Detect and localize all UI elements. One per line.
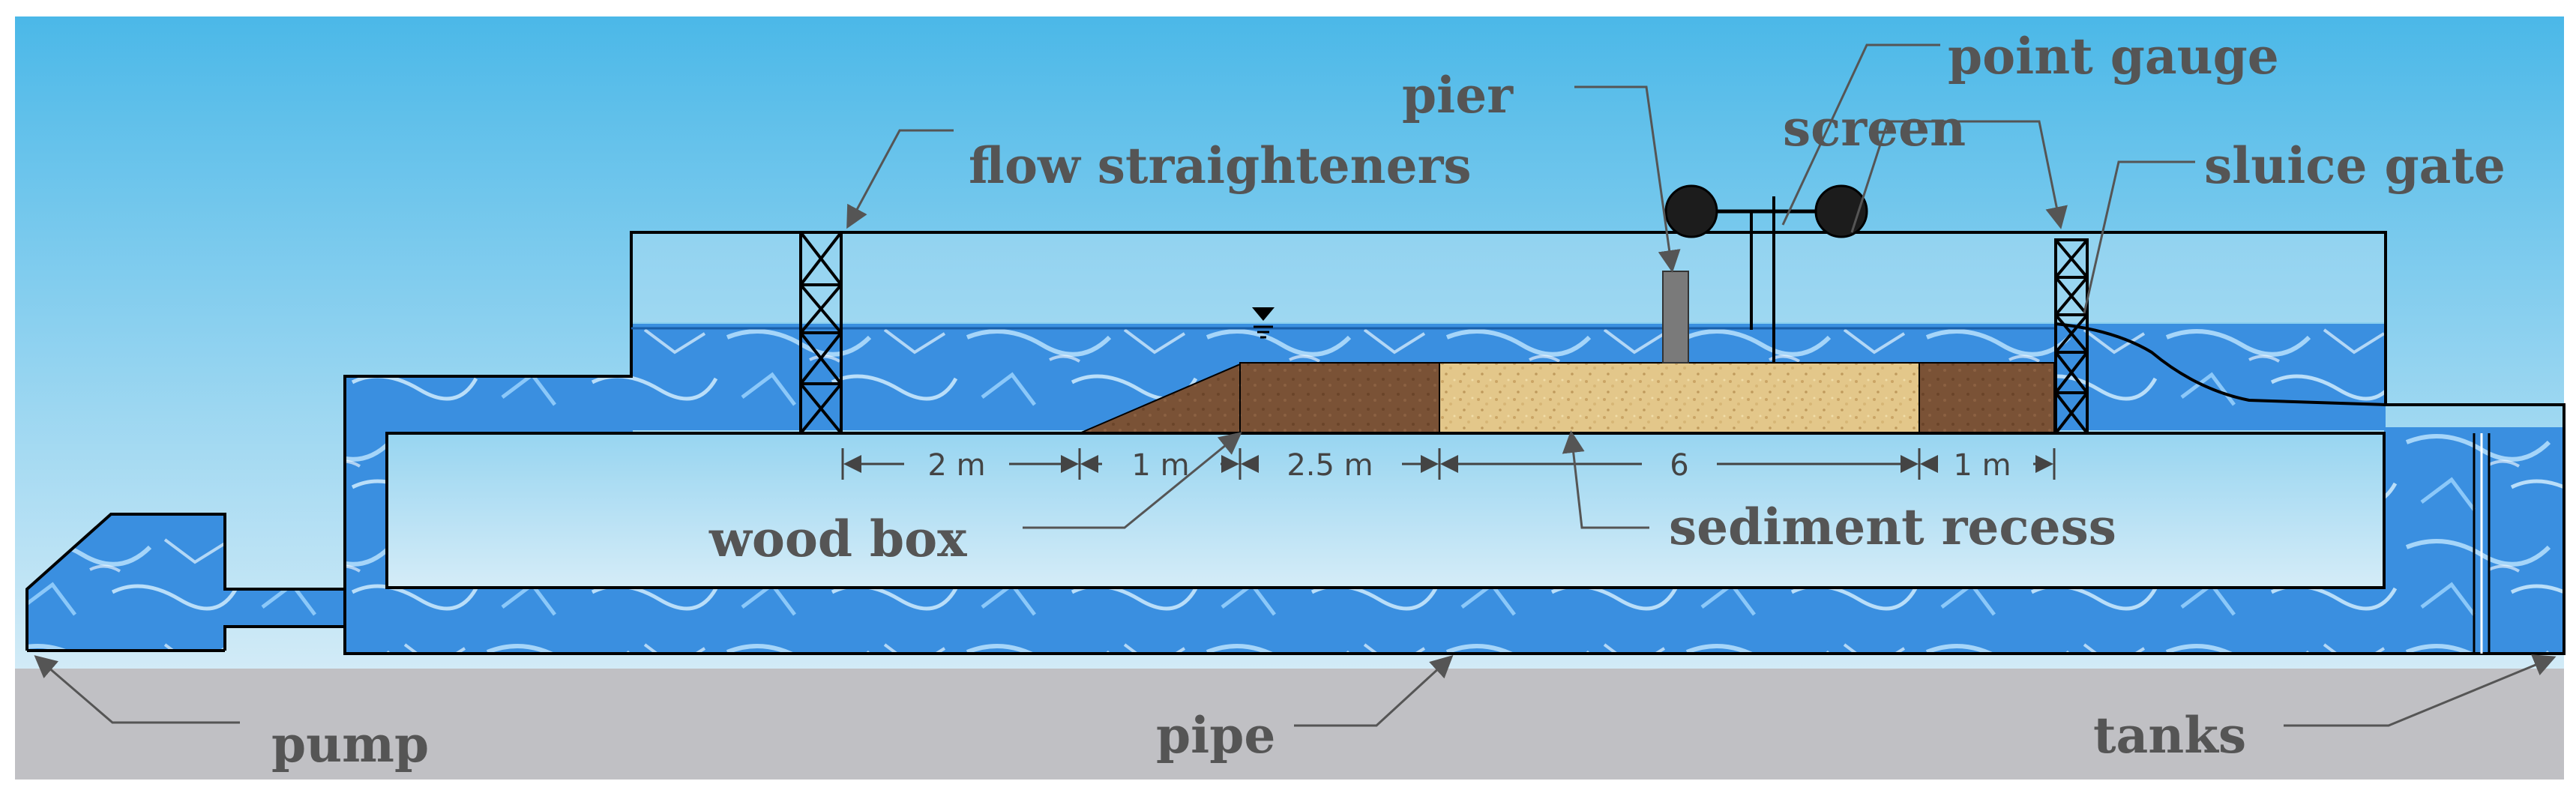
label-pier: pier [1402, 66, 1514, 124]
label-point-gauge: point gauge [1948, 27, 2279, 85]
pier [1662, 271, 1689, 364]
label-sediment-recess: sediment recess [1669, 498, 2116, 556]
water-loop [27, 324, 2564, 654]
label-wood-box: wood box [708, 510, 967, 568]
dimension-lines [841, 448, 2056, 480]
label-screen: screen [1783, 99, 1966, 157]
water-surface-symbol-icon [1252, 307, 1275, 339]
label-pipe: pipe [1156, 706, 1275, 765]
flow-straightener-downstream [2054, 238, 2089, 435]
ground-strip [15, 669, 2564, 780]
wood-box-downstream [1919, 362, 2055, 434]
dim-6: 6 [1670, 448, 1688, 483]
dim-2-5m: 2.5 m [1287, 448, 1373, 483]
sediment-recess [1439, 362, 1920, 434]
dim-2m: 2 m [927, 448, 985, 483]
label-sluice-gate: sluice gate [2204, 136, 2506, 195]
label-tanks: tanks [2093, 706, 2246, 765]
label-flow-straighteners: flow straighteners [969, 136, 1472, 195]
flow-straightener-upstream [799, 231, 843, 435]
dim-1m-a: 1 m [1131, 448, 1189, 483]
wood-box [1239, 362, 1440, 434]
point-gauge [1664, 184, 1868, 363]
leader-lines [34, 43, 2557, 727]
label-pump: pump [271, 715, 429, 774]
dim-1m-b: 1 m [1953, 448, 2011, 483]
flume-outline [25, 231, 2566, 655]
